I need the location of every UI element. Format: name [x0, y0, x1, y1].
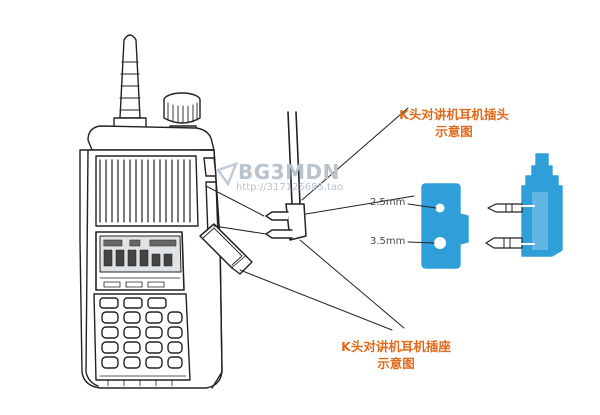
- jack-cover-flap: [199, 223, 253, 275]
- watermark-url: http://317125685.tao: [236, 182, 344, 193]
- radio-antenna: [113, 34, 147, 129]
- socket-label-line2: 示意图: [377, 356, 415, 371]
- watermark-logo: [215, 161, 239, 187]
- k-socket-drawing: [407, 183, 469, 269]
- plug-label-line1: K头对讲机耳机插头: [399, 107, 509, 122]
- plug-label: K头对讲机耳机插头 示意图: [384, 106, 524, 140]
- watermark-brand: BG3MDN: [238, 160, 340, 184]
- plug-label-line2: 示意图: [435, 124, 473, 139]
- k-plug-drawing: [265, 111, 307, 241]
- socket-label-line1: K头对讲机耳机插座: [341, 339, 451, 354]
- radio-body: [79, 125, 223, 389]
- size-label-small: 2.5mm: [370, 197, 406, 208]
- size-label-large: 3.5mm: [370, 236, 406, 247]
- k-plug-diagram: [485, 153, 563, 257]
- socket-label: K头对讲机耳机插座 示意图: [326, 338, 466, 372]
- leader-lines: [205, 107, 415, 331]
